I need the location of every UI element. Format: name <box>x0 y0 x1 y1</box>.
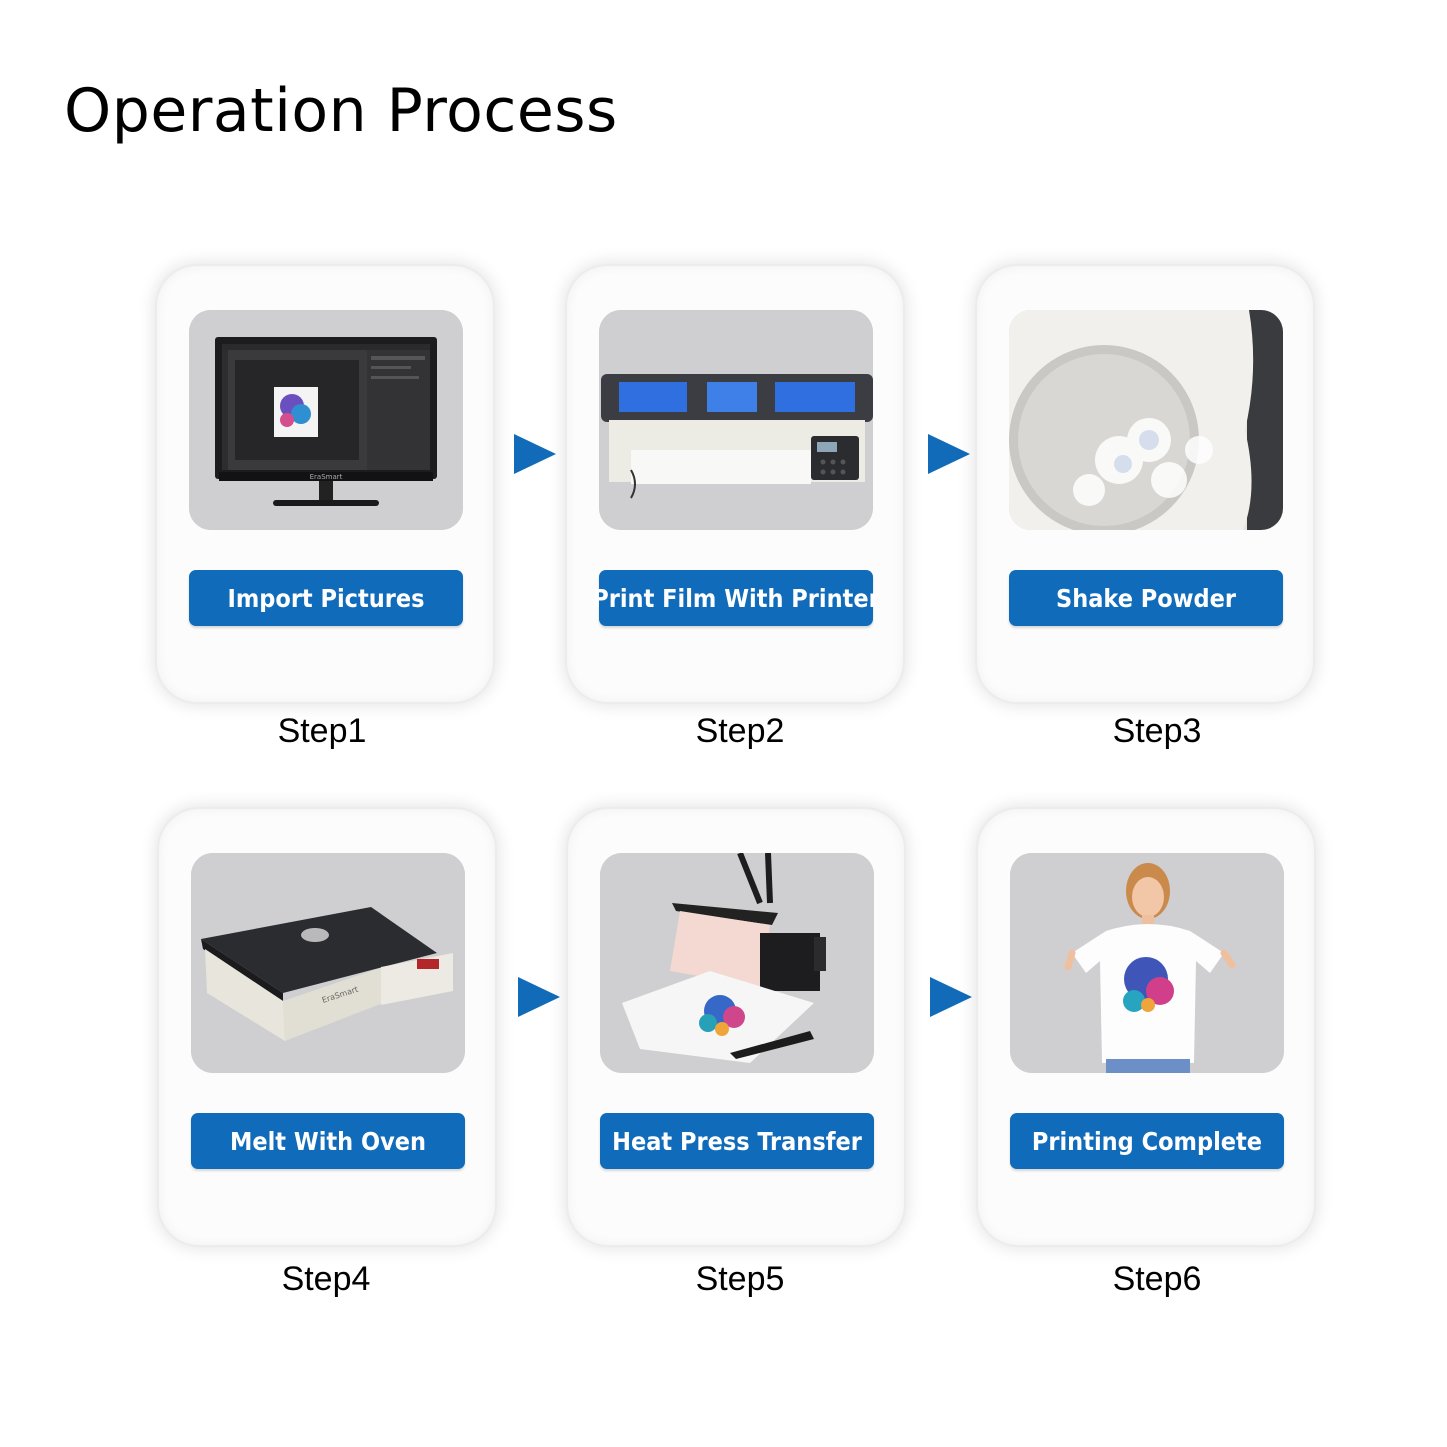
step-label-4: Step4 <box>281 1260 371 1298</box>
heat-press-icon <box>600 853 874 1073</box>
step-card-2: Print Film With Printer <box>567 266 903 702</box>
step-6-photo <box>1010 853 1284 1073</box>
step-3-photo <box>1009 310 1283 530</box>
step-label-2: Step2 <box>695 712 785 750</box>
printer-icon <box>599 310 873 530</box>
step-2-photo <box>599 310 873 530</box>
printed-shirt-icon <box>1010 853 1284 1073</box>
monitor-brand: EraSmart <box>310 473 343 481</box>
arrow-right-icon <box>514 434 556 474</box>
melt-with-oven-button[interactable]: Melt With Oven <box>191 1113 465 1169</box>
step-label-5: Step5 <box>695 1260 785 1298</box>
step-4-photo: EraSmart <box>191 853 465 1073</box>
step-card-6: Printing Complete <box>978 809 1314 1245</box>
step-card-1: EraSmart Import Pictures <box>157 266 493 702</box>
arrow-right-icon <box>928 434 970 474</box>
arrow-right-icon <box>518 977 560 1017</box>
step-label-3: Step3 <box>1112 712 1202 750</box>
page-title: Operation Process <box>64 76 618 146</box>
step-card-4: EraSmart Melt With Oven <box>159 809 495 1245</box>
step-label-1: Step1 <box>277 712 367 750</box>
oven-icon: EraSmart <box>191 853 465 1073</box>
powder-tray-icon <box>1009 310 1283 530</box>
step-5-photo <box>600 853 874 1073</box>
computer-monitor-icon: EraSmart <box>189 310 463 530</box>
heat-press-transfer-button[interactable]: Heat Press Transfer <box>600 1113 874 1169</box>
arrow-right-icon <box>930 977 972 1017</box>
step-card-5: Heat Press Transfer <box>568 809 904 1245</box>
import-pictures-button[interactable]: Import Pictures <box>189 570 463 626</box>
print-film-button[interactable]: Print Film With Printer <box>592 570 880 626</box>
step-label-6: Step6 <box>1112 1260 1202 1298</box>
shake-powder-button[interactable]: Shake Powder <box>1009 570 1283 626</box>
printing-complete-button[interactable]: Printing Complete <box>1010 1113 1284 1169</box>
step-card-3: Shake Powder <box>977 266 1313 702</box>
step-1-photo: EraSmart <box>189 310 463 530</box>
